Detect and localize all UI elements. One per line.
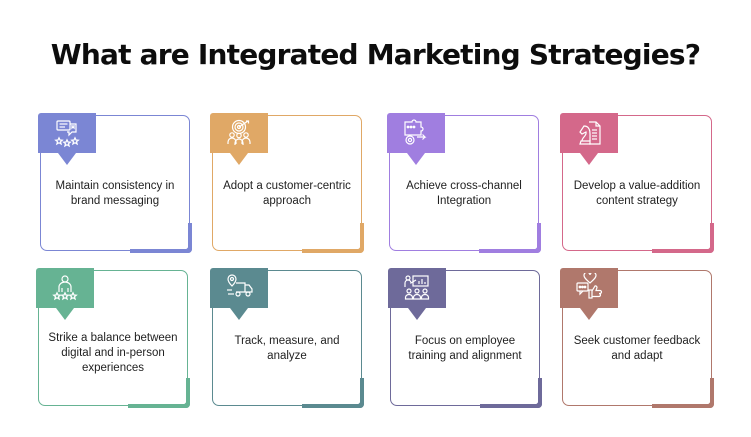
icon-badge (560, 268, 618, 320)
card-accent (651, 403, 714, 408)
card-accent (301, 403, 364, 408)
card-accent (537, 377, 542, 408)
card-label: Track, measure, and analyze (234, 335, 340, 362)
strategy-card-customer-feedback: Seek customer feedback and adapt (560, 268, 714, 408)
card-label: Seek customer feedback and adapt (573, 335, 701, 362)
icon-badge (36, 268, 94, 320)
card-label: Maintain consistency in brand messaging (55, 180, 175, 207)
icon-badge (387, 113, 445, 165)
card-accent (185, 377, 190, 408)
card-label: Focus on employee training and alignment (408, 335, 522, 362)
strategy-card-track-measure: Track, measure, and analyze (210, 268, 364, 408)
card-accent (127, 403, 190, 408)
target-people-icon (227, 119, 251, 145)
card-accent (651, 248, 714, 253)
icon-badge (388, 268, 446, 320)
card-accent (479, 403, 542, 408)
icon-badge (560, 113, 618, 165)
person-stars-icon (52, 275, 78, 301)
strategy-card-brand-consistency: Maintain consistency in brand messaging (38, 113, 192, 253)
page-title: What are Integrated Marketing Strategies… (50, 38, 701, 71)
presentation-team-icon (404, 275, 430, 300)
strategy-card-employee-training: Focus on employee training and alignment (388, 268, 542, 408)
card-accent (359, 377, 364, 408)
icon-badge (38, 113, 96, 165)
card-accent (709, 377, 714, 408)
strategy-card-digital-inperson: Strike a balance between digital and in-… (36, 268, 190, 408)
strategy-card-customer-centric: Adopt a customer-centric approach (210, 113, 364, 253)
icon-badge (210, 113, 268, 165)
card-accent (129, 248, 192, 253)
feedback-heart-thumb-icon (576, 273, 603, 299)
delivery-truck-location-icon (227, 274, 253, 297)
card-label: Adopt a customer-centric approach (223, 180, 351, 207)
card-accent (187, 222, 192, 253)
card-label: Develop a value-addition content strateg… (573, 180, 701, 207)
card-accent (478, 248, 541, 253)
chess-knight-document-icon (579, 121, 601, 145)
card-label: Strike a balance between digital and in-… (48, 332, 178, 374)
card-label: Achieve cross-channel Integration (406, 180, 522, 207)
card-accent (536, 222, 541, 253)
card-accent (359, 222, 364, 253)
card-accent (301, 248, 364, 253)
puzzle-arrow-icon (404, 119, 427, 145)
strategy-card-cross-channel: Achieve cross-channel Integration (387, 113, 541, 253)
chat-stars-icon (54, 120, 80, 148)
icon-badge (210, 268, 268, 320)
strategy-card-content-strategy: Develop a value-addition content strateg… (560, 113, 714, 253)
card-accent (709, 222, 714, 253)
